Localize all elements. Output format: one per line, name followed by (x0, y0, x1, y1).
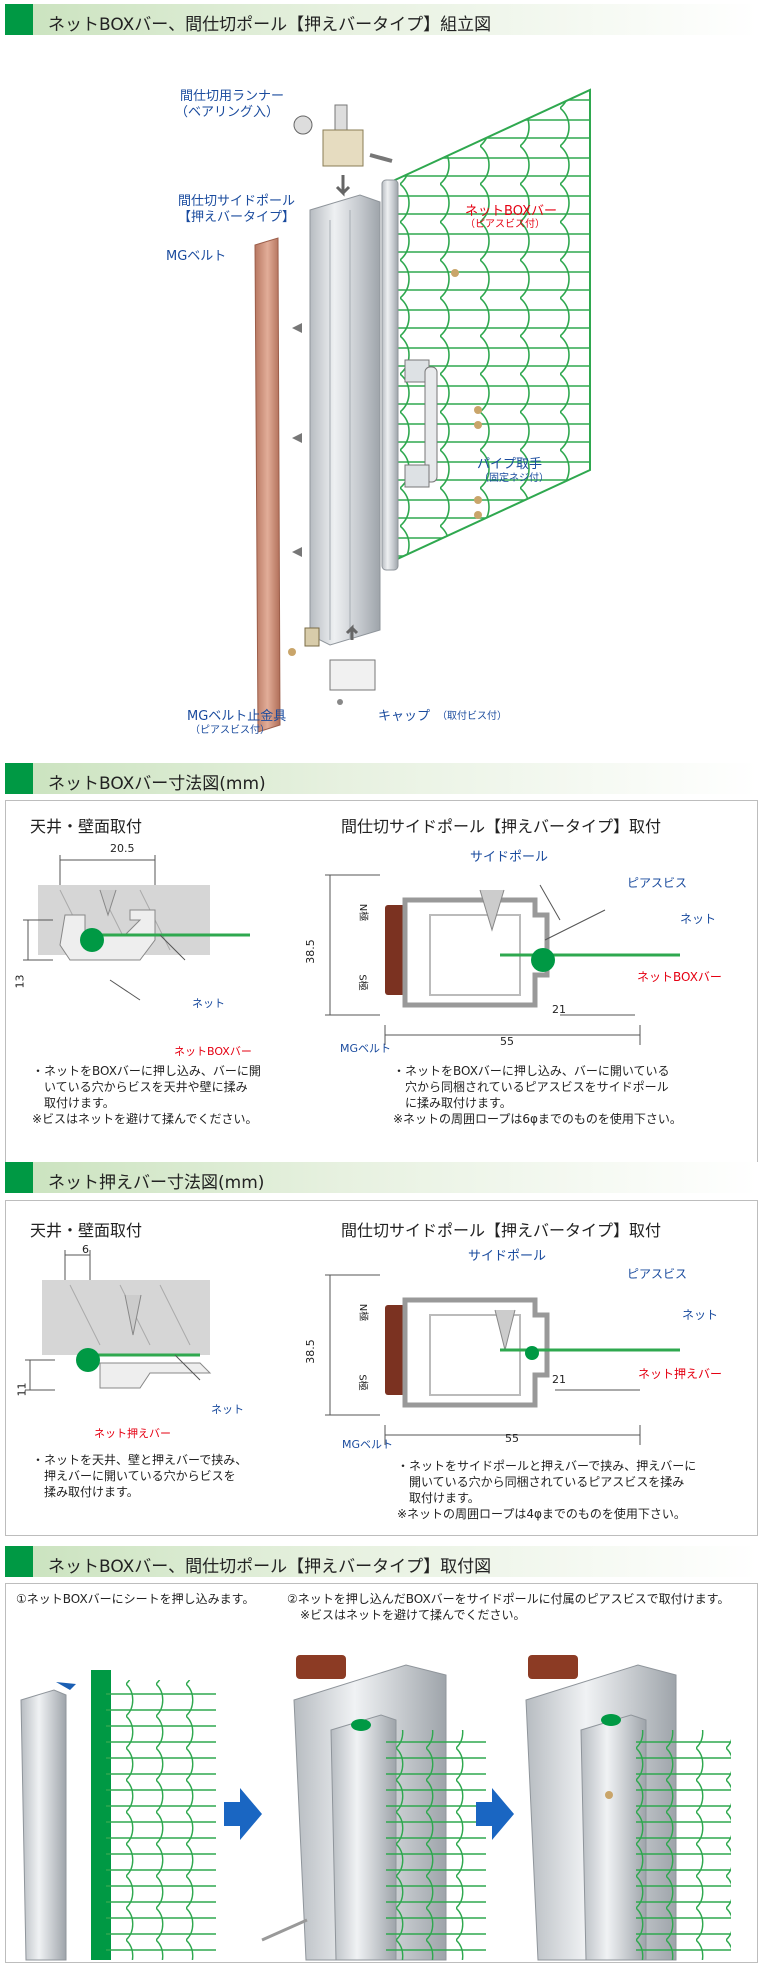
pipe-handle-part (404, 269, 482, 519)
section-header-assembly: ネットBOXバー、間仕切ポール【押えバータイプ】組立図 (5, 4, 758, 35)
header-marker (5, 1162, 33, 1193)
section-title: ネットBOXバー寸法図(mm) (48, 774, 266, 794)
label-n-pole: N極 (357, 903, 369, 922)
header-marker (5, 4, 33, 35)
netbox-sidepole-diagram (325, 874, 680, 1045)
label-cap: キャップ (378, 709, 431, 724)
dim-width: 20.5 (110, 842, 135, 855)
left-note: ・ネットをBOXバーに押し込み、バーに開 いている穴からビスを天井や壁に揉み 取… (32, 1064, 261, 1126)
left-note: ・ネットを天井、壁と押えバーで挟み、 押えバーに開いている穴からビスを 揉み取付… (32, 1453, 248, 1499)
section-header-install: ネットBOXバー、間仕切ポール【押えバータイプ】取付図 (5, 1546, 758, 1577)
header-marker (5, 1546, 33, 1577)
label-mg-belt: MGベルト (340, 1042, 392, 1055)
label-cap-sub: （取付ビス付） (437, 711, 507, 722)
left-subtitle: 天井・壁面取付 (30, 1221, 143, 1240)
netbox-ceiling-diagram (23, 855, 250, 1001)
label-screw: ピアスビス (627, 1267, 688, 1281)
label-mg-stop: MGベルト止金具 (187, 709, 287, 724)
assembly-illustration (254, 88, 591, 733)
label-pipe-handle: パイプ取手 (477, 457, 543, 472)
step2-illustration (261, 1655, 486, 1961)
label-side-pole-sub: 【押えバータイプ】 (178, 210, 296, 225)
dim-height: 38.5 (303, 939, 317, 964)
label-bar: ネットBOXバー (637, 970, 722, 984)
label-net: ネット (680, 912, 717, 926)
label-side-pole: 間仕切サイドポール (178, 194, 296, 209)
cap-part (329, 624, 376, 705)
label-s-pole: S極 (356, 1374, 368, 1391)
dim-height: 11 (15, 1382, 29, 1397)
step3-illustration (525, 1655, 731, 1961)
right-subtitle: 間仕切サイドポール【押えバータイプ】取付 (341, 817, 662, 836)
pole-profile (402, 897, 550, 1008)
dim-55: 55 (505, 1432, 519, 1445)
header-marker (5, 763, 33, 794)
net-panel (394, 88, 591, 562)
dim-width: 6 (82, 1243, 89, 1256)
netbox-dims-panel (5, 800, 758, 1166)
label-bar: ネット押えバー (94, 1427, 171, 1440)
label-mg-stop-sub: （ピアスビス付） (190, 725, 270, 736)
netbox-bar (381, 179, 399, 571)
left-subtitle: 天井・壁面取付 (30, 817, 143, 836)
dim-21: 21 (552, 1003, 566, 1016)
label-side-pole: サイドポール (470, 850, 549, 865)
label-net: ネット (211, 1403, 244, 1416)
install-illustration (20, 1655, 731, 1961)
step1-illustration (20, 1670, 216, 1961)
pole-profile (402, 1297, 550, 1408)
dim-height: 13 (13, 974, 27, 989)
label-bar: ネット押えバー (638, 1367, 723, 1381)
press-sidepole-diagram (325, 1274, 680, 1445)
side-pole (309, 194, 381, 646)
label-side-pole: サイドポール (468, 1249, 547, 1264)
section-header-netbox-dims: ネットBOXバー寸法図(mm) (5, 763, 758, 794)
dim-height: 38.5 (303, 1339, 317, 1364)
runner-part (293, 104, 393, 197)
press-bar-profile (99, 1362, 212, 1389)
label-n-pole: N極 (357, 1303, 369, 1322)
section-title: ネットBOXバー、間仕切ポール【押えバータイプ】取付図 (48, 1557, 492, 1577)
label-mg-belt: MGベルト (166, 249, 227, 264)
right-note: ・ネットをBOXバーに押し込み、バーに開いている 穴から同梱されているピアスビス… (393, 1064, 682, 1126)
label-net: ネット (682, 1308, 719, 1322)
label-pipe-handle-sub: （固定ネジ付） (479, 473, 549, 484)
label-bar: ネットBOXバー (174, 1045, 252, 1058)
step-2-note: ※ビスはネットを避けて揉んでください。 (300, 1608, 526, 1622)
section-header-press-dims: ネット押えバー寸法図(mm) (5, 1162, 758, 1193)
label-netbox-bar-sub: （ピアスビス付） (465, 219, 545, 230)
right-note: ・ネットをサイドポールと押えバーで挟み、押えバーに 開いている穴から同梱されてい… (397, 1459, 697, 1521)
mg-stop-part (288, 627, 320, 656)
section-title: ネットBOXバー、間仕切ポール【押えバータイプ】組立図 (48, 15, 492, 35)
label-screw: ピアスビス (627, 876, 688, 890)
label-mg-belt: MGベルト (342, 1438, 394, 1451)
mg-belt (254, 237, 281, 733)
label-runner: 間仕切用ランナー (180, 89, 285, 104)
arrow-right-icon (476, 1788, 514, 1840)
dim-21: 21 (552, 1373, 566, 1386)
arrow-right-icon (224, 1788, 262, 1840)
label-runner-sub: （ベアリング入） (175, 105, 280, 120)
label-s-pole: S極 (356, 974, 368, 991)
right-subtitle: 間仕切サイドポール【押えバータイプ】取付 (341, 1221, 662, 1240)
label-net: ネット (192, 997, 225, 1010)
step-2: ②ネットを押し込んだBOXバーをサイドポールに付属のピアスビスで取付けます。 (287, 1592, 730, 1606)
section-title: ネット押えバー寸法図(mm) (48, 1173, 265, 1193)
press-ceiling-diagram (25, 1250, 212, 1391)
label-netbox-bar: ネットBOXバー (465, 204, 557, 219)
dim-55: 55 (500, 1035, 514, 1048)
step-1: ①ネットBOXバーにシートを押し込みます。 (16, 1592, 255, 1606)
